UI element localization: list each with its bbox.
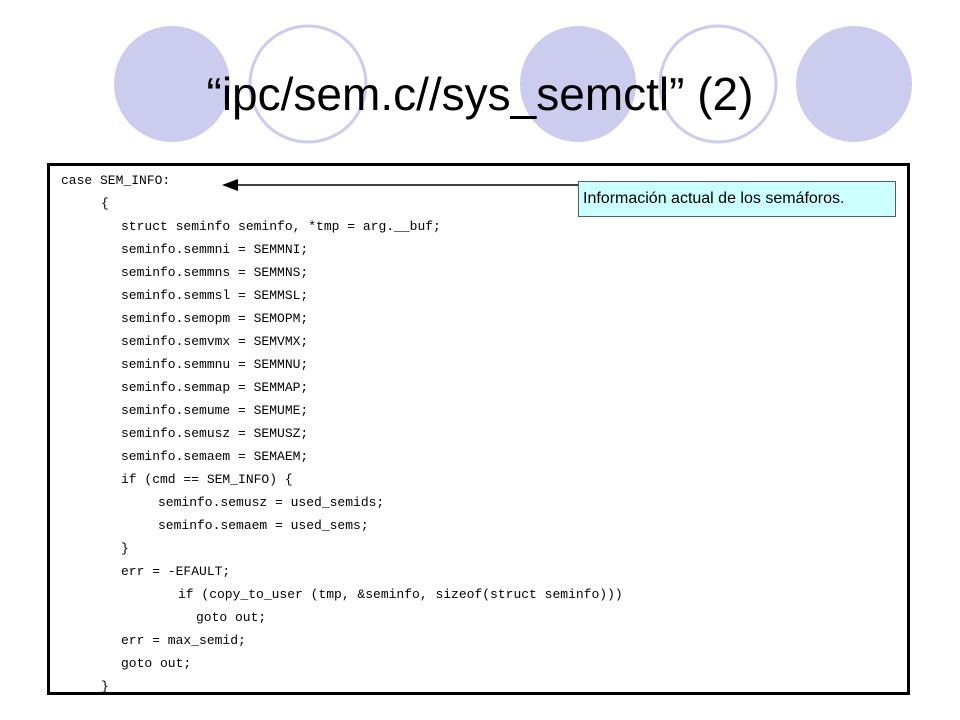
code-line: seminfo.semume = SEMUME; bbox=[121, 403, 309, 418]
decorative-circles bbox=[114, 24, 912, 144]
code-line: seminfo.semmnu = SEMMNU; bbox=[121, 357, 309, 372]
code-line: seminfo.semusz = SEMUSZ; bbox=[121, 426, 309, 441]
code-box: case SEM_INFO: { struct seminfo seminfo,… bbox=[47, 163, 910, 695]
code-line: } bbox=[101, 679, 109, 694]
decor-circle-2 bbox=[248, 24, 368, 144]
code-line: err = max_semid; bbox=[121, 633, 246, 648]
code-line: err = -EFAULT; bbox=[121, 564, 231, 579]
code-line: seminfo.semusz = used_semids; bbox=[158, 495, 385, 510]
code-line: if (copy_to_user (tmp, &seminfo, sizeof(… bbox=[178, 587, 623, 602]
decor-circle-4 bbox=[658, 24, 778, 144]
decor-circle-3 bbox=[520, 26, 636, 142]
code-line: if (cmd == SEM_INFO) { bbox=[121, 472, 293, 487]
callout-note: Información actual de los semáforos. bbox=[578, 181, 896, 217]
code-line: seminfo.semmni = SEMMNI; bbox=[121, 242, 309, 257]
slide-title: “ipc/sem.c//sys_semctl” (2) bbox=[206, 68, 754, 120]
code-line: goto out; bbox=[121, 656, 192, 671]
code-line: case SEM_INFO: bbox=[61, 173, 171, 188]
code-line: seminfo.semmsl = SEMMSL; bbox=[121, 288, 309, 303]
code-line: } bbox=[121, 541, 129, 556]
code-line: seminfo.semaem = SEMAEM; bbox=[121, 449, 309, 464]
code-line: seminfo.semvmx = SEMVMX; bbox=[121, 334, 309, 349]
code-line: struct seminfo seminfo, *tmp = arg.__buf… bbox=[121, 219, 441, 234]
code-line: goto out; bbox=[196, 610, 267, 625]
decor-circle-5 bbox=[796, 26, 912, 142]
code-line: { bbox=[101, 196, 109, 211]
code-line: seminfo.semmap = SEMMAP; bbox=[121, 380, 309, 395]
code-line: seminfo.semmns = SEMMNS; bbox=[121, 265, 309, 280]
code-line: seminfo.semaem = used_sems; bbox=[158, 518, 369, 533]
code-line: seminfo.semopm = SEMOPM; bbox=[121, 311, 309, 326]
decor-circle-1 bbox=[114, 26, 230, 142]
